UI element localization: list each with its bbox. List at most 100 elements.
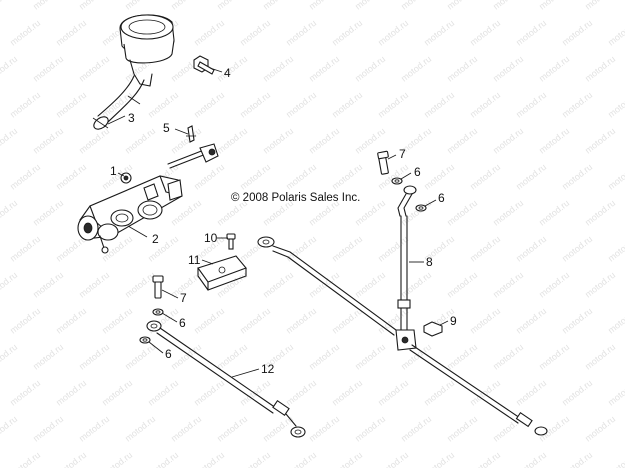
watermark-text: motod.ru — [583, 270, 617, 300]
watermark-text: motod.ru — [307, 342, 341, 372]
brake-line-long — [257, 236, 548, 436]
banjo-bolt-7-lower — [152, 275, 164, 299]
watermark-text: motod.ru — [0, 198, 19, 228]
callout-4: 4 — [224, 66, 231, 80]
watermark-text: motod.ru — [100, 450, 134, 468]
watermark-text: motod.ru — [192, 378, 226, 408]
watermark-text: motod.ru — [284, 378, 318, 408]
pushrod-5 — [167, 125, 219, 169]
watermark-text: motod.ru — [445, 126, 479, 156]
watermark-text: motod.ru — [8, 162, 42, 192]
watermark-text: motod.ru — [537, 270, 571, 300]
watermark-text: motod.ru — [514, 234, 548, 264]
watermark-text: motod.ru — [284, 234, 318, 264]
watermark-text: motod.ru — [399, 414, 433, 444]
watermark-text: motod.ru — [284, 18, 318, 48]
watermark-text: motod.ru — [491, 0, 525, 12]
watermark-text: motod.ru — [192, 18, 226, 48]
watermark-text: motod.ru — [445, 198, 479, 228]
watermark-text: motod.ru — [422, 162, 456, 192]
watermark-text: motod.ru — [238, 90, 272, 120]
watermark-text: motod.ru — [606, 378, 625, 408]
watermark-text: motod.ru — [606, 234, 625, 264]
watermark-text: motod.ru — [537, 198, 571, 228]
watermark-text: motod.ru — [330, 90, 364, 120]
watermark-text: motod.ru — [606, 162, 625, 192]
watermark-text: motod.ru — [0, 342, 19, 372]
watermark-text: motod.ru — [31, 54, 65, 84]
washer-6-lower-a — [152, 308, 164, 316]
callout-3: 3 — [128, 111, 135, 125]
watermark-text: motod.ru — [77, 0, 111, 12]
watermark-text: motod.ru — [422, 450, 456, 468]
watermark-text: motod.ru — [192, 306, 226, 336]
watermark-text: motod.ru — [8, 90, 42, 120]
watermark-text: motod.ru — [491, 270, 525, 300]
watermark-text: motod.ru — [491, 198, 525, 228]
copyright-notice: © 2008 Polaris Sales Inc. — [231, 192, 360, 204]
watermark-text: motod.ru — [169, 0, 203, 12]
watermark-text: motod.ru — [307, 414, 341, 444]
watermark-text: motod.ru — [353, 270, 387, 300]
watermark-text: motod.ru — [8, 306, 42, 336]
watermark-text: motod.ru — [583, 126, 617, 156]
watermark-text: motod.ru — [583, 0, 617, 12]
watermark-text: motod.ru — [376, 18, 410, 48]
brake-fluid-reservoir — [119, 14, 175, 87]
watermark-text: motod.ru — [330, 450, 364, 468]
watermark-text: motod.ru — [445, 414, 479, 444]
watermark-text: motod.ru — [514, 378, 548, 408]
reservoir-hose — [92, 75, 145, 130]
watermark-text: motod.ru — [376, 378, 410, 408]
watermark-text: motod.ru — [192, 162, 226, 192]
watermark-text: motod.ru — [0, 0, 19, 12]
watermark-text: motod.ru — [0, 270, 19, 300]
watermark-text: motod.ru — [445, 342, 479, 372]
watermark-text: motod.ru — [123, 342, 157, 372]
watermark-text: motod.ru — [606, 18, 625, 48]
watermark-text: motod.ru — [330, 162, 364, 192]
brake-line-12 — [146, 320, 306, 438]
watermark-text: motod.ru — [261, 126, 295, 156]
watermark-text: motod.ru — [537, 126, 571, 156]
watermark-text: motod.ru — [54, 162, 88, 192]
watermark-text: motod.ru — [54, 306, 88, 336]
watermark-text: motod.ru — [284, 450, 318, 468]
watermark-text: motod.ru — [0, 126, 19, 156]
watermark-text: motod.ru — [514, 90, 548, 120]
watermark-text: motod.ru — [468, 450, 502, 468]
bolt-4 — [193, 55, 215, 75]
watermark-text: motod.ru — [146, 378, 180, 408]
watermark-text: motod.ru — [491, 342, 525, 372]
watermark-text: motod.ru — [8, 378, 42, 408]
bolt-9 — [423, 321, 443, 337]
watermark-text: motod.ru — [77, 270, 111, 300]
watermark-text: motod.ru — [514, 306, 548, 336]
watermark-text: motod.ru — [330, 18, 364, 48]
nut-1 — [120, 172, 132, 184]
callout-6a: 6 — [414, 165, 421, 179]
watermark-text: motod.ru — [238, 450, 272, 468]
watermark-text: motod.ru — [560, 378, 594, 408]
watermark-text: motod.ru — [54, 18, 88, 48]
watermark-text: motod.ru — [8, 234, 42, 264]
watermark-text: motod.ru — [376, 90, 410, 120]
watermark-text: motod.ru — [353, 414, 387, 444]
watermark-text: motod.ru — [583, 198, 617, 228]
watermark-text: motod.ru — [560, 162, 594, 192]
watermark-text: motod.ru — [583, 342, 617, 372]
watermark-text: motod.ru — [54, 378, 88, 408]
leader-lines — [107, 67, 449, 378]
watermark-text: motod.ru — [31, 342, 65, 372]
bracket-11 — [197, 255, 247, 291]
watermark-text: motod.ru — [560, 306, 594, 336]
watermark-text: motod.ru — [146, 90, 180, 120]
watermark-text: motod.ru — [376, 450, 410, 468]
watermark-text: motod.ru — [445, 0, 479, 12]
watermark-text: motod.ru — [422, 378, 456, 408]
watermark-text: motod.ru — [353, 342, 387, 372]
watermark-text: motod.ru — [353, 54, 387, 84]
washer-6-upper — [391, 177, 403, 185]
watermark-text: motod.ru — [284, 90, 318, 120]
